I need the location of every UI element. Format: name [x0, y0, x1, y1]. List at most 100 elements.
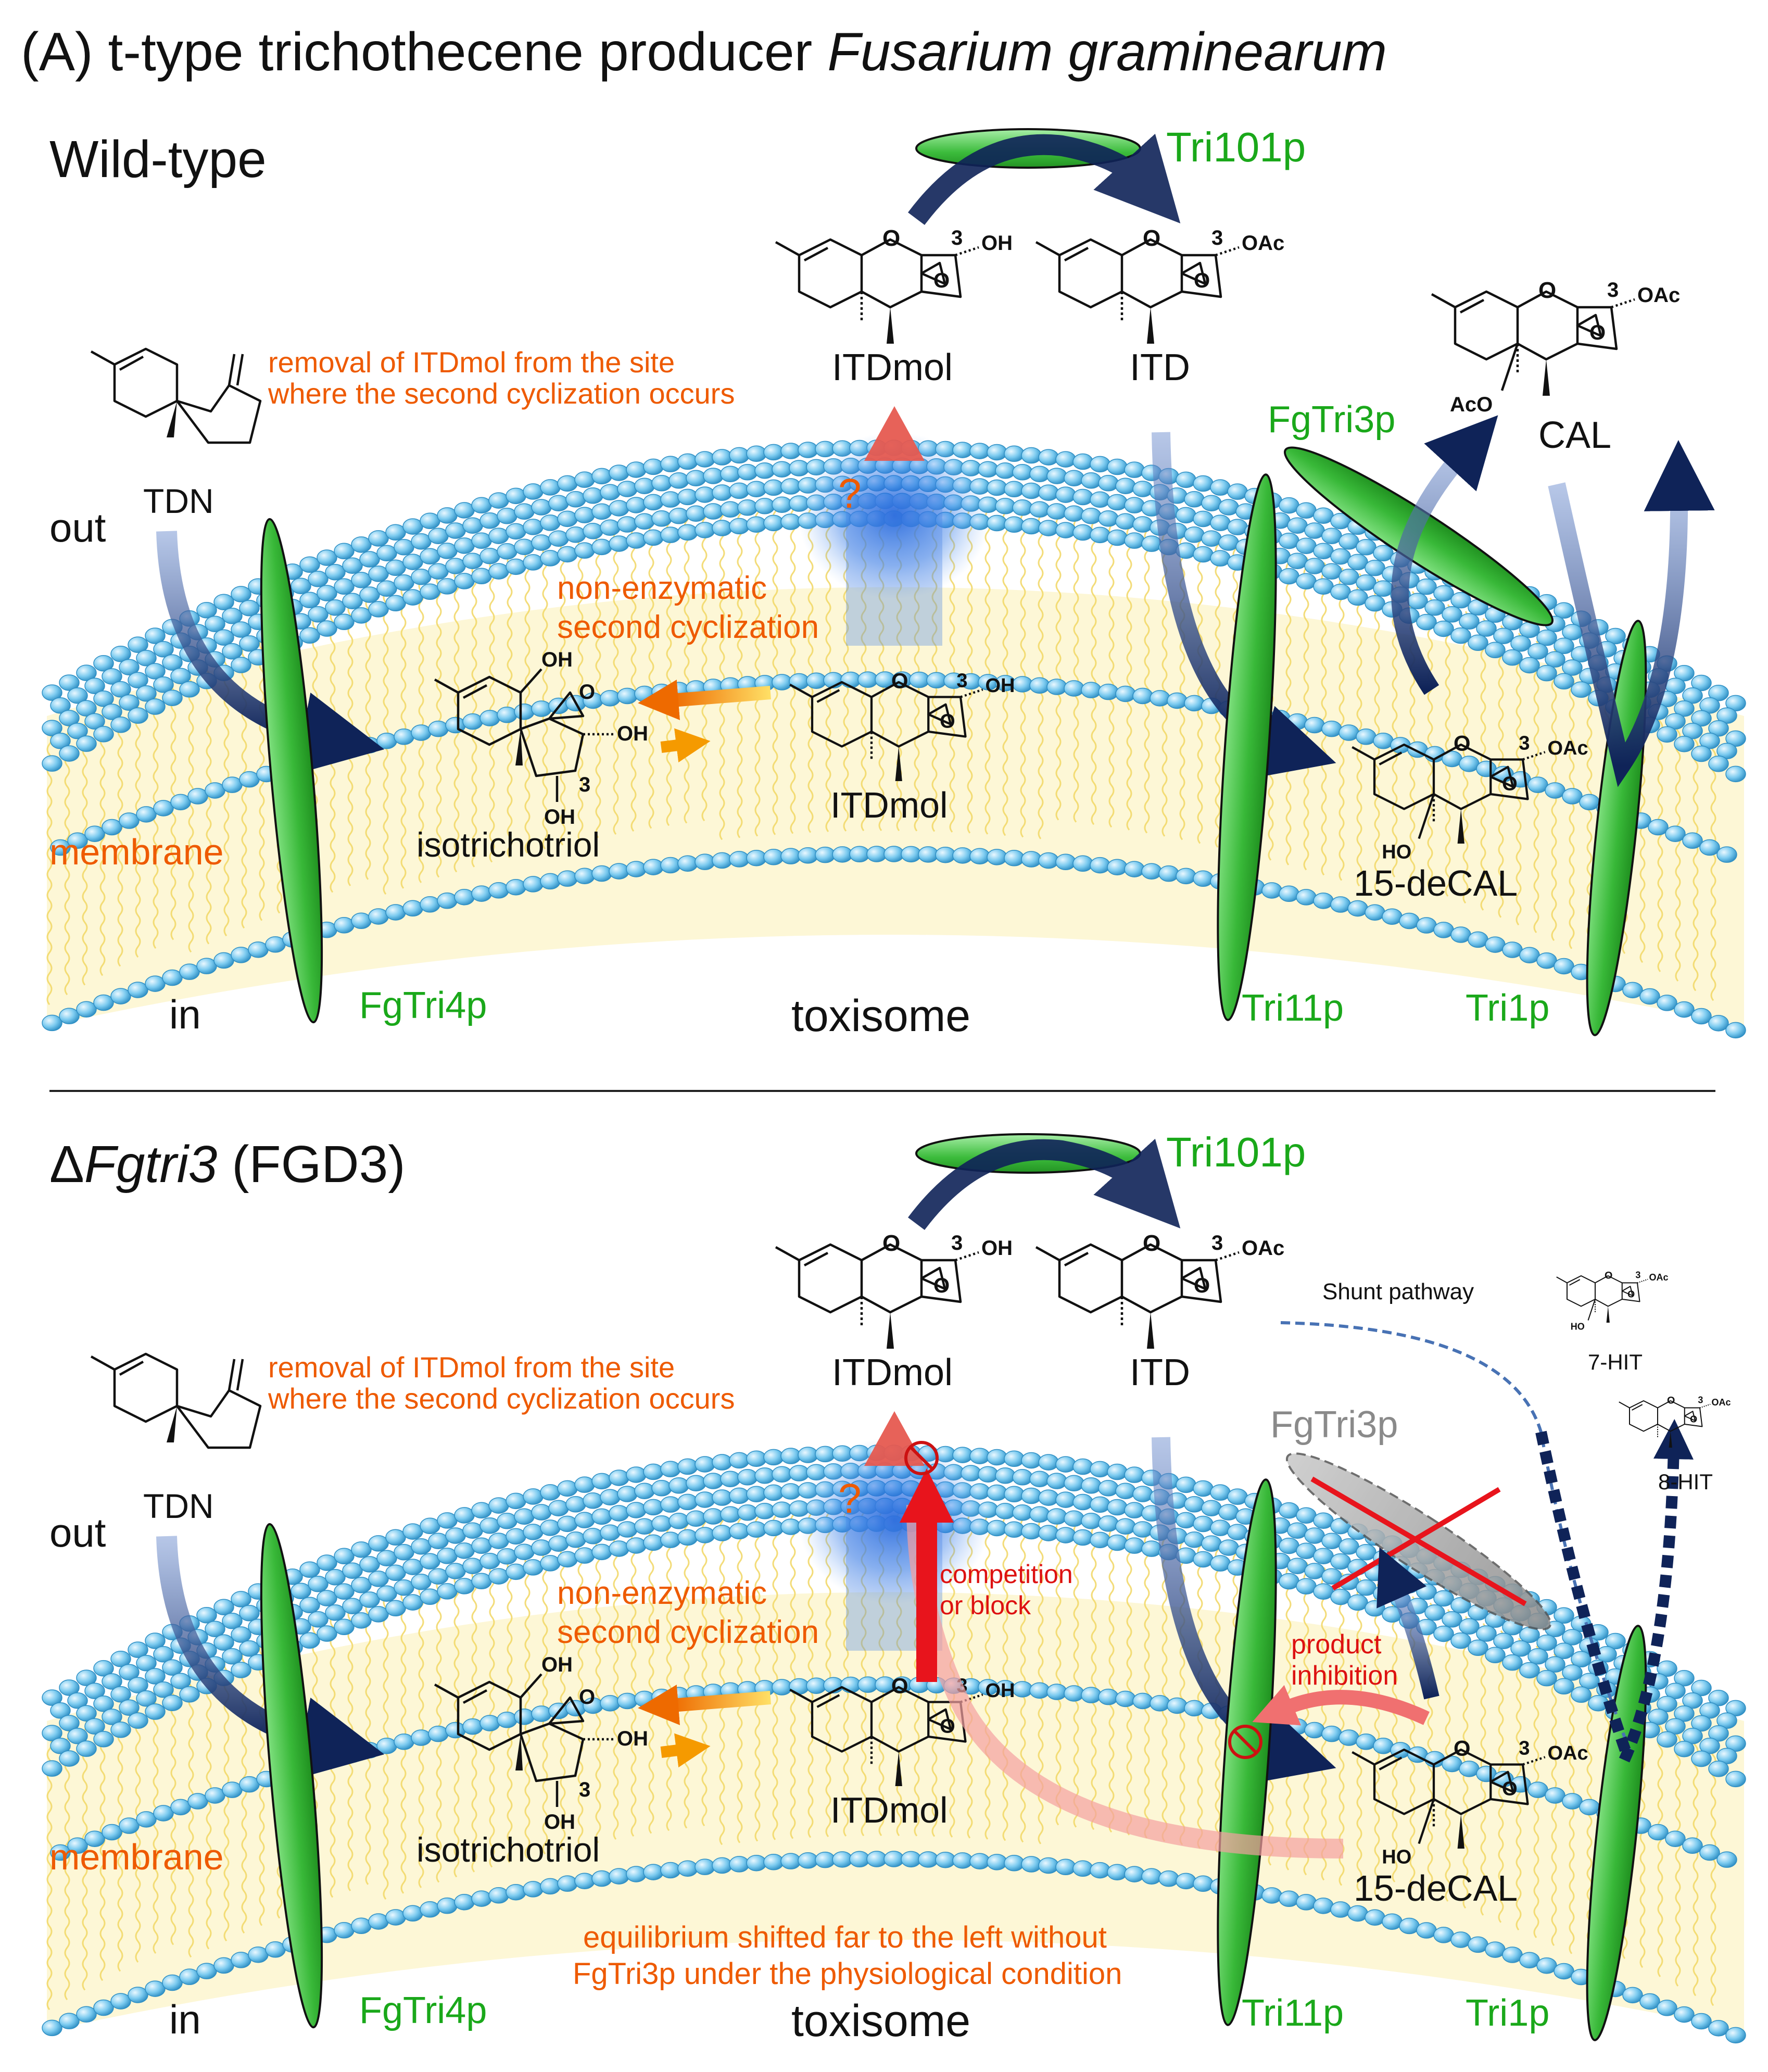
enzyme-tri1p — [1586, 620, 1647, 1036]
annotation-product-1: product — [1291, 1629, 1382, 1660]
label-toxisome: toxisome — [791, 1996, 970, 2046]
atom-o: O — [1627, 1289, 1635, 1299]
atom-o: O — [1605, 1270, 1612, 1281]
atom-o: O — [891, 1673, 908, 1698]
ituptake-glow — [798, 432, 991, 599]
arrow-cal-export — [1548, 440, 1715, 787]
annotation-product-2: inhibition — [1291, 1661, 1398, 1691]
hydroxyl: OH — [541, 1653, 573, 1676]
substituent-15: HO — [1571, 1322, 1585, 1332]
position-3: 3 — [579, 1778, 590, 1801]
substituent-3: OAc — [1548, 1742, 1588, 1764]
arrow-itdmol-to-itd — [908, 133, 1181, 225]
position-3: 3 — [579, 773, 590, 796]
annotation-nonenzymatic-2: second cyclization — [557, 1614, 819, 1650]
enzyme-tri11p — [1217, 473, 1277, 1021]
hydroxyl: OH — [617, 1727, 648, 1750]
molecule-tdn — [90, 1352, 262, 1449]
arrow-15decal-to-cal — [1391, 415, 1498, 695]
label-in: in — [169, 1996, 201, 2042]
label-15decal: 15-deCAL — [1354, 863, 1518, 903]
position-3: 3 — [1519, 1738, 1530, 1760]
molecule-tdn — [90, 347, 262, 444]
label-fgtri3p: FgTri3p — [1268, 399, 1395, 441]
annotation-removal-2: where the second cyclization occurs — [268, 377, 735, 410]
label-isotrichotriol: isotrichotriol — [416, 1830, 600, 1869]
label-itdmol-mid: ITDmol — [830, 1790, 948, 1830]
label-tri1p: Tri1p — [1466, 987, 1549, 1029]
atom-o: O — [1690, 1414, 1697, 1424]
label-tri11p: Tri11p — [1242, 987, 1344, 1029]
atom-o: O — [1589, 321, 1606, 344]
enzyme-fgtri4p — [260, 518, 323, 1024]
label-membrane: membrane — [49, 832, 224, 872]
label-itd: ITD — [1130, 347, 1190, 388]
label-itdmol-top: ITDmol — [832, 347, 953, 388]
lipid-tails — [46, 497, 1716, 1006]
label-isotrichotriol: isotrichotriol — [416, 825, 600, 864]
label-membrane: membrane — [49, 1837, 224, 1877]
annotation-nonenzymatic-1: non-enzymatic — [557, 1575, 767, 1611]
position-3: 3 — [1607, 279, 1619, 302]
enzyme-fgtri4p — [260, 1523, 323, 2029]
substituent-15: AcO — [1450, 393, 1493, 416]
block-symbol-bar — [1233, 1730, 1257, 1754]
substituent-3: OAc — [1548, 737, 1588, 759]
label-question: ? — [838, 1475, 862, 1522]
label-itdmol-mid: ITDmol — [830, 785, 948, 825]
annotation-nonenzymatic-1: non-enzymatic — [557, 570, 767, 606]
arrow-itdmol-to-itd — [908, 1138, 1181, 1230]
label-itd: ITD — [1130, 1352, 1190, 1393]
atom-o: O — [1143, 1230, 1160, 1256]
atom-o: O — [940, 710, 955, 732]
label-fgtri4p: FgTri4p — [359, 1990, 487, 2031]
label-out: out — [49, 1510, 106, 1555]
label-tri11p: Tri11p — [1242, 1992, 1344, 2034]
label-shunt-pathway: Shunt pathway — [1322, 1279, 1474, 1304]
panel-heading: Wild-type — [49, 130, 267, 189]
atom-o: O — [1143, 225, 1160, 251]
hydroxyl: OH — [617, 722, 648, 745]
substituent-15: HO — [1382, 1847, 1411, 1868]
atom-o: O — [933, 1274, 950, 1297]
position-3: 3 — [951, 1232, 963, 1254]
arrow-cyclization-reverse — [638, 680, 772, 720]
arrow-head-up — [864, 406, 925, 461]
atom-o: O — [1502, 773, 1518, 795]
annotation-removal-2: where the second cyclization occurs — [268, 1382, 735, 1415]
atom-o: O — [579, 1686, 595, 1709]
label-tdn: TDN — [143, 1487, 214, 1525]
position-3: 3 — [1635, 1270, 1640, 1280]
hydroxyl: OH — [544, 1811, 575, 1834]
atom-o: O — [579, 681, 595, 704]
figure-title: (A) t-type trichothecene producer Fusari… — [21, 22, 1387, 82]
substituent-3: OAc — [1649, 1272, 1669, 1283]
label-itdmol-top: ITDmol — [832, 1352, 953, 1393]
atom-o: O — [940, 1715, 955, 1737]
atom-o: O — [1502, 1778, 1518, 1800]
annotation-removal-1: removal of ITDmol from the site — [268, 346, 675, 379]
atom-o: O — [1667, 1395, 1675, 1406]
label-tri101p: Tri101p — [1166, 124, 1306, 170]
label-7-hit: 7-HIT — [1588, 1350, 1643, 1374]
substituent-3: OAc — [1242, 232, 1284, 255]
position-3: 3 — [956, 670, 967, 692]
atom-o: O — [933, 269, 950, 292]
atom-o: O — [1454, 731, 1471, 755]
substituent-3: OAc — [1637, 284, 1680, 307]
substituent-3: OH — [986, 675, 1015, 697]
position-3: 3 — [1519, 733, 1530, 755]
annotation-equilibrium-2: FgTri3p under the physiological conditio… — [573, 1957, 1122, 1991]
atom-o: O — [891, 668, 908, 693]
